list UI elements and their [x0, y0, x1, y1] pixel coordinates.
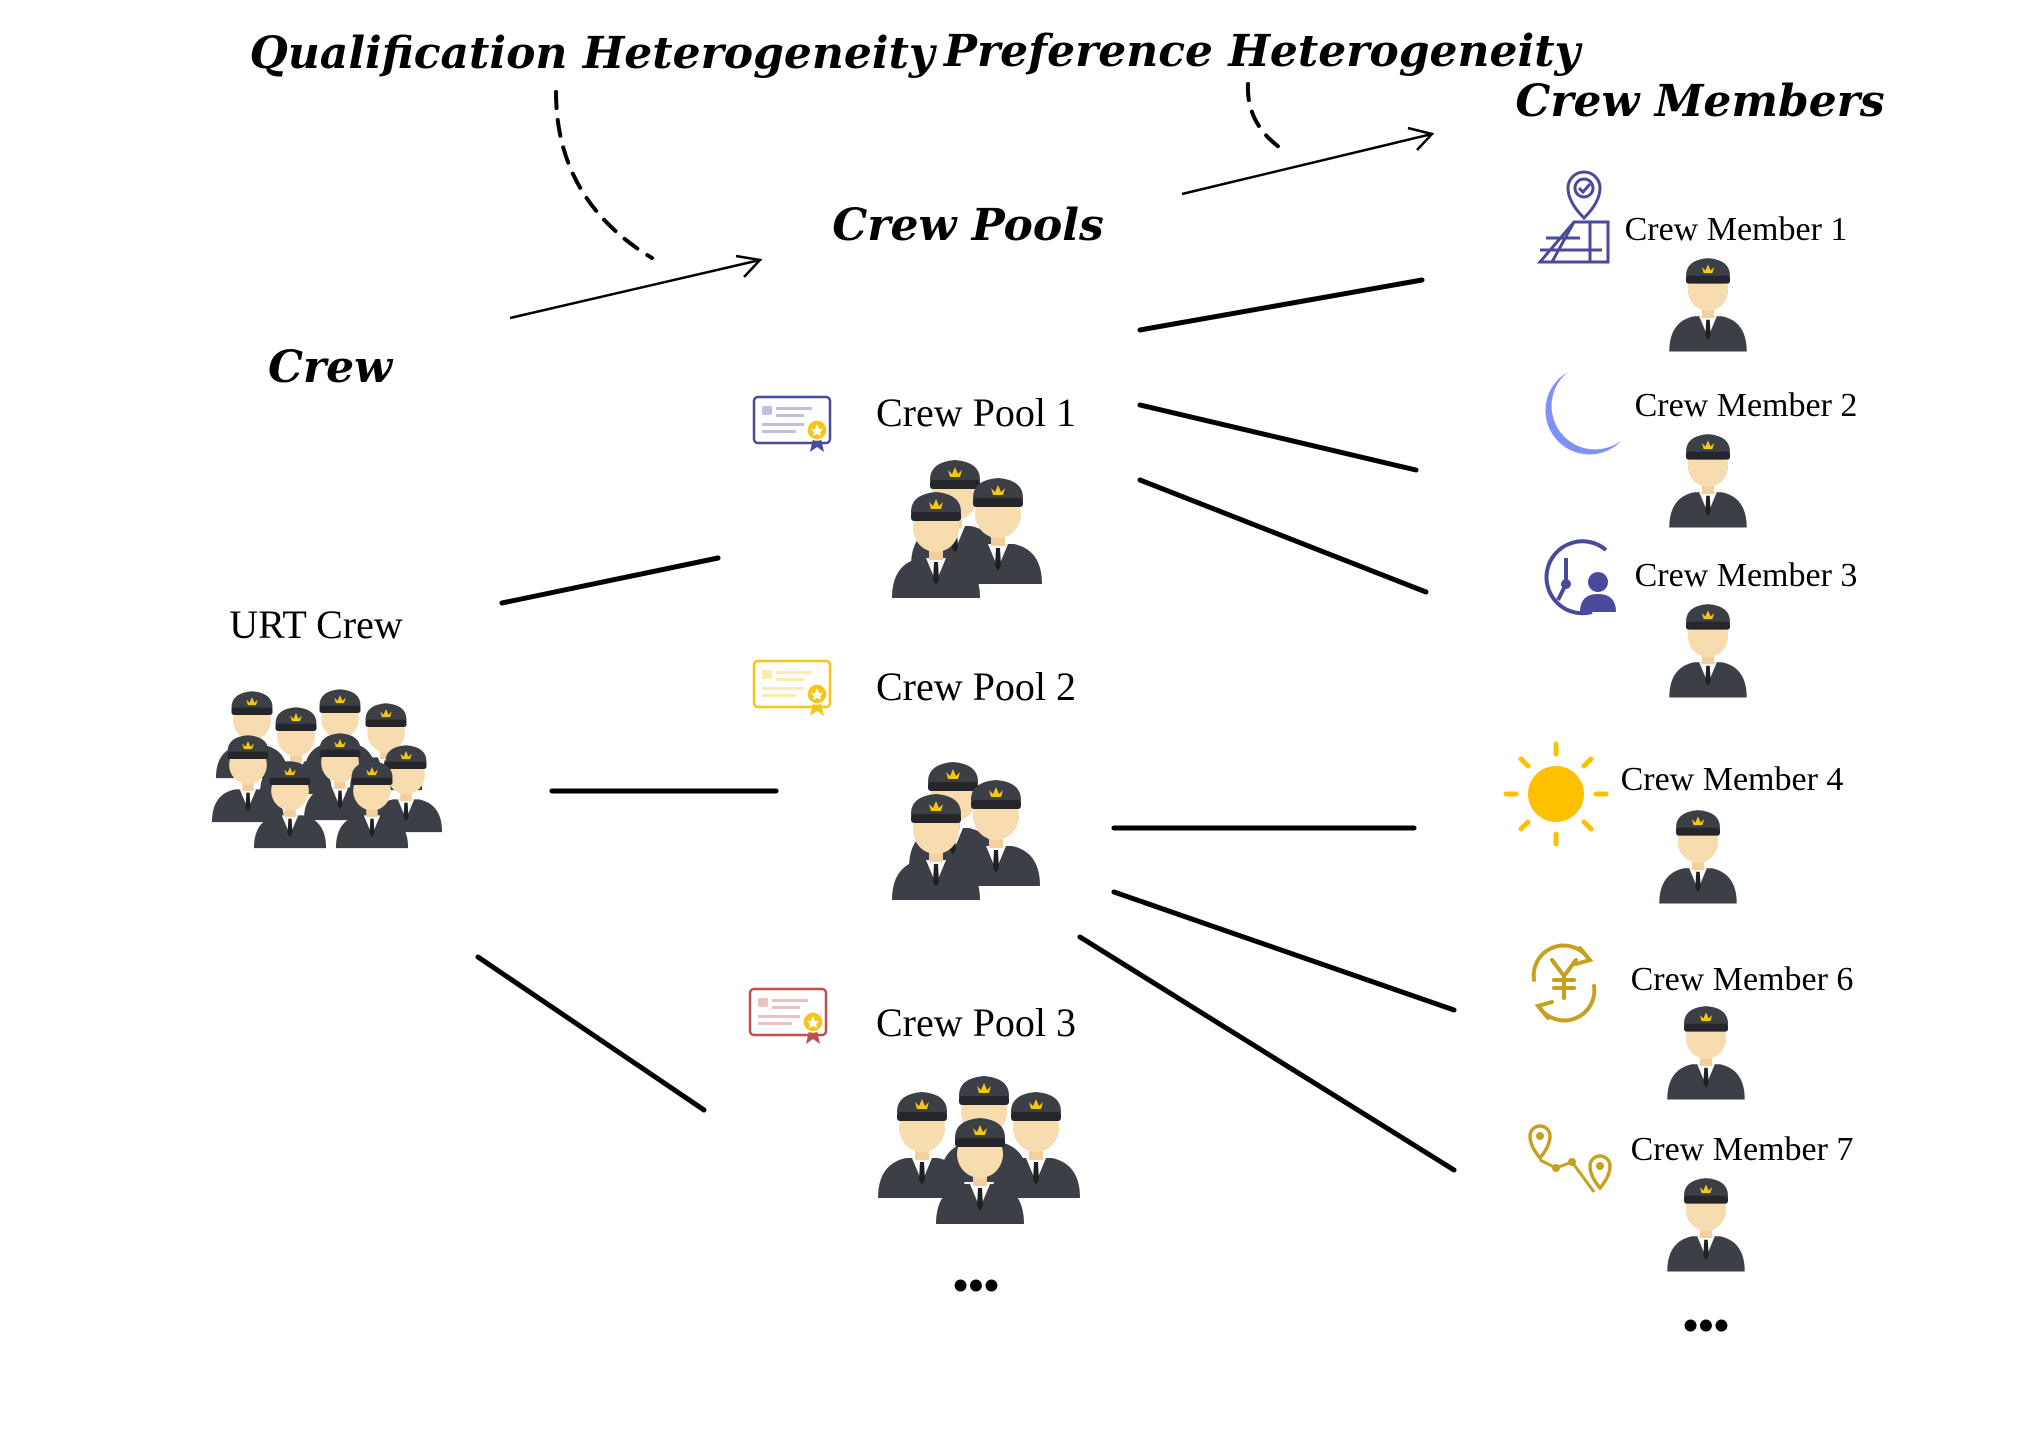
pilot-icon [1667, 1006, 1745, 1100]
pilot-icon [1669, 604, 1747, 698]
crew-title: Crew [268, 342, 394, 393]
clock-person-icon [1544, 539, 1616, 616]
sun-icon [1503, 741, 1609, 847]
pools-ellipsis: ••• [953, 1261, 999, 1310]
pools-to-members-arrow [1181, 126, 1435, 196]
yen-exchange-icon [1531, 943, 1597, 1023]
crew-members-title: Crew Members [1515, 76, 1884, 127]
preference-dashed-callout [1245, 82, 1288, 154]
crew-member-1-label: Crew Member 1 [1625, 211, 1848, 248]
moon-icon [1545, 372, 1622, 455]
crew-member-1: Crew Member 1 [1536, 170, 1848, 352]
certificate-icon [752, 395, 832, 454]
certificate-icon [748, 987, 828, 1046]
crew-member-3: Crew Member 3 [1544, 539, 1858, 698]
urt-crew-crowd-icon [211, 689, 443, 849]
crew-pool-2: Crew Pool 2 [752, 659, 1076, 900]
crew-pool-1: Crew Pool 1 [752, 390, 1076, 598]
route-icon [1528, 1124, 1612, 1193]
crew-member-4-label: Crew Member 4 [1621, 761, 1844, 798]
crew-member-6-label: Crew Member 6 [1631, 961, 1854, 998]
qualification-heterogeneity-title: Qualification Heterogeneity [249, 28, 937, 79]
crew-pool-2-group-icon [892, 762, 1040, 900]
pilot-icon [1669, 258, 1747, 352]
members-ellipsis: ••• [1683, 1301, 1729, 1350]
crew-to-pools-arrow [509, 254, 763, 320]
qualification-dashed-callout [554, 90, 654, 260]
crew-pool-3: Crew Pool 3 [748, 987, 1080, 1224]
certificate-icon [752, 659, 832, 718]
crew-pool-2-label: Crew Pool 2 [876, 664, 1076, 709]
pilot-icon [1669, 434, 1747, 528]
urt-crew-label: URT Crew [229, 602, 403, 647]
pilot-icon [1667, 1178, 1745, 1272]
urt-crew-group: URT Crew [211, 602, 443, 849]
crew-member-7-label: Crew Member 7 [1631, 1131, 1854, 1168]
crew-pools-title: Crew Pools [832, 200, 1103, 251]
connection-lines [475, 277, 1457, 1173]
crew-pool-3-group-icon [878, 1076, 1080, 1224]
crew-member-6: Crew Member 6 [1531, 943, 1854, 1100]
crew-member-4: Crew Member 4 [1503, 741, 1844, 904]
preference-heterogeneity-title: Preference Heterogeneity [942, 26, 1584, 77]
pilot-icon [1659, 810, 1737, 904]
crew-pool-1-group-icon [892, 460, 1042, 598]
crew-pool-1-label: Crew Pool 1 [876, 390, 1076, 435]
crew-member-3-label: Crew Member 3 [1635, 557, 1858, 594]
crew-member-2: Crew Member 2 [1545, 372, 1858, 528]
crew-member-2-label: Crew Member 2 [1635, 387, 1858, 424]
crew-pool-3-label: Crew Pool 3 [876, 1000, 1076, 1045]
location-map-icon [1536, 170, 1610, 264]
crew-member-7: Crew Member 7 [1528, 1124, 1854, 1272]
